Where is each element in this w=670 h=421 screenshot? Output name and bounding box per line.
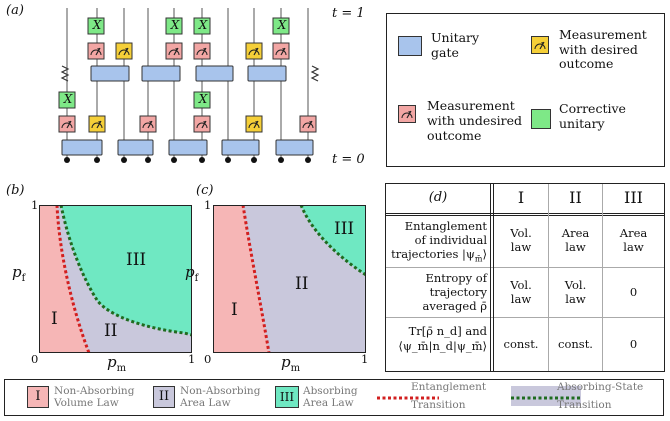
x-gate-label: X: [198, 92, 208, 106]
entanglement-line-swatch: [377, 396, 439, 400]
x-gate-label: X: [92, 18, 102, 32]
entanglement-transition-line: [241, 205, 271, 353]
lower-measurements: [58, 115, 317, 133]
column-header-II: II: [569, 188, 582, 207]
x-axis-label: pm: [107, 353, 127, 374]
x-tick-1: 1: [188, 352, 196, 366]
panel-c-label: (c): [196, 183, 214, 198]
boundary-zigzag: [60, 65, 320, 82]
legend-swatch-II: II: [153, 386, 175, 408]
region-III-label: III: [126, 250, 147, 270]
absorbing-transition-line: [59, 205, 192, 337]
table-cell: Vol.law: [564, 278, 587, 306]
region-II-label: II: [104, 321, 118, 341]
row-header-entropy: Entropy of trajectory averaged ρ̄: [422, 271, 487, 313]
table-cell: const.: [558, 337, 593, 351]
y-axis-label: pf: [12, 263, 26, 284]
desired-swatch: [531, 36, 549, 54]
legend-swatch-I: I: [27, 386, 49, 408]
row-header-entanglement: Entanglement of individual trajectories …: [391, 219, 487, 264]
x-tick-1: 1: [361, 352, 369, 366]
phase-diagram-c: [213, 205, 366, 353]
x-axis-label: pm: [281, 353, 301, 374]
table-cell: Vol.law: [510, 278, 532, 306]
table-cell: 0: [629, 285, 638, 299]
corrective-swatch: [531, 109, 551, 129]
qubit-dots: [64, 157, 311, 163]
entanglement-transition-line: [55, 205, 91, 353]
time-bottom-label: t = 0: [332, 152, 365, 167]
unitary-gates: [61, 65, 314, 156]
region-III-fill: [301, 205, 366, 275]
undesired-legend-label: Measurement with undesired outcome: [427, 98, 523, 143]
properties-table: (d) I II III Entanglement of individual …: [385, 183, 665, 372]
table-cell: Vol.law: [510, 226, 532, 254]
absorbing-transition-line: [299, 205, 366, 277]
region-I-label: I: [231, 300, 238, 320]
region-I-fill: [213, 205, 269, 353]
circuit-diagram: [58, 8, 320, 163]
origin-tick: 0: [204, 352, 212, 366]
column-header-III: III: [624, 188, 643, 207]
unitary-swatch: [398, 36, 422, 56]
x-gate-label: X: [198, 18, 208, 32]
absorbing-line-dash: [511, 396, 581, 400]
region-III-fill: [61, 205, 192, 335]
panel-b-label: (b): [6, 183, 25, 198]
panel-d-label: (d): [428, 190, 448, 205]
legend-swatch-III: III: [275, 386, 299, 408]
panel-a-label: (a): [6, 3, 24, 18]
origin-tick: 0: [31, 352, 39, 366]
region-II-label: II: [295, 274, 309, 294]
upper-measurements: [87, 42, 290, 60]
table-cell: const.: [503, 337, 539, 351]
y-tick-1: 1: [31, 198, 39, 212]
corrective-gates: [58, 17, 290, 109]
table-cell: 0: [629, 337, 638, 351]
corrective-legend-label: Corrective unitary: [559, 101, 626, 131]
desired-legend-label: Measurement with desired outcome: [559, 27, 647, 71]
time-top-label: t = 1: [332, 6, 365, 21]
phase-diagram-b: [39, 205, 192, 353]
x-gate-label: X: [277, 18, 287, 32]
y-tick-1: 1: [204, 198, 212, 212]
unitary-legend-label: Unitary gate: [431, 30, 480, 60]
absorbing-line-swatch: [511, 386, 581, 406]
y-axis-label: pf: [185, 263, 199, 284]
x-gate-label: X: [63, 92, 73, 106]
region-III-label: III: [334, 219, 355, 239]
circuit-legend: Unitary gate Measurement with desired ou…: [386, 13, 665, 167]
row-header-trace: Tr[ρ̄ n_d] and ⟨ψ_m̄|n_d|ψ_m̄⟩: [398, 324, 487, 353]
x-gate-label: X: [170, 18, 180, 32]
region-I-label: I: [51, 309, 58, 329]
undesired-swatch: [398, 105, 416, 123]
column-header-I: I: [517, 188, 525, 207]
